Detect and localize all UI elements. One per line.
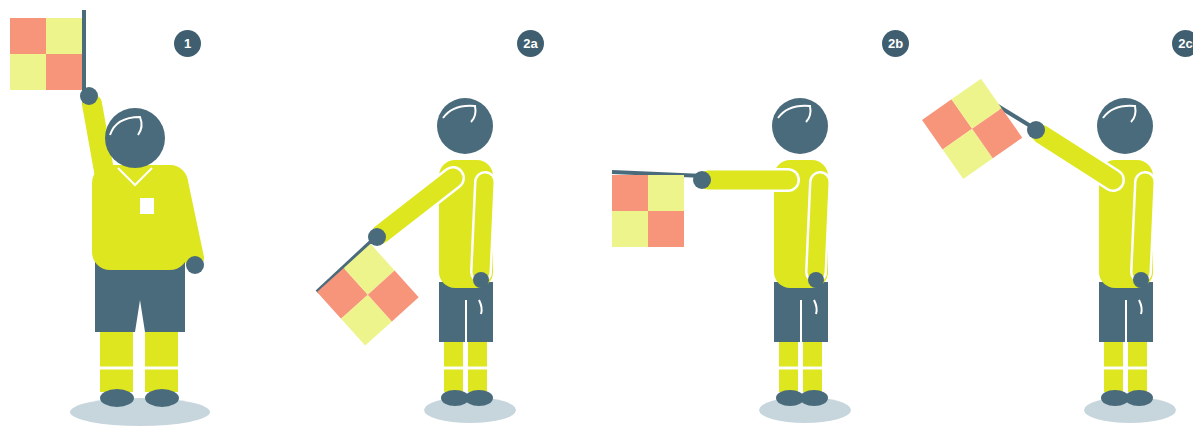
referee-flag-down [317, 98, 516, 423]
referee-flag-up [922, 79, 1176, 423]
callout-number: 2c [1172, 30, 1193, 57]
referee-flag-horizontal [612, 98, 851, 423]
callout-number: 2b [882, 30, 909, 57]
referee-front [10, 10, 210, 426]
callout-number: 1 [174, 30, 201, 57]
callout-number: 2a [517, 30, 544, 57]
